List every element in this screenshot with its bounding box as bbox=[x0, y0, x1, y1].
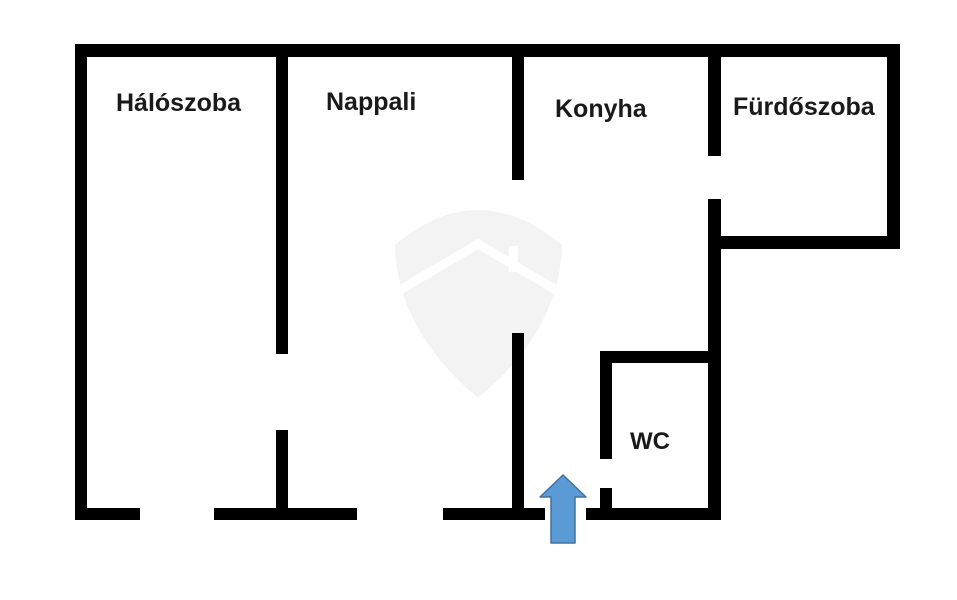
room-label-living-room: Nappali bbox=[326, 88, 416, 116]
house-shield-watermark-icon bbox=[395, 210, 562, 398]
room-label-kitchen: Konyha bbox=[555, 95, 648, 123]
room-label-bedroom: Hálószoba bbox=[116, 89, 242, 117]
room-label-bathroom: Fürdőszoba bbox=[733, 93, 876, 121]
interior-walls bbox=[276, 44, 721, 520]
up-arrow-icon bbox=[539, 474, 587, 544]
room-label-wc: WC bbox=[630, 428, 670, 455]
bottom-wall bbox=[75, 508, 721, 520]
